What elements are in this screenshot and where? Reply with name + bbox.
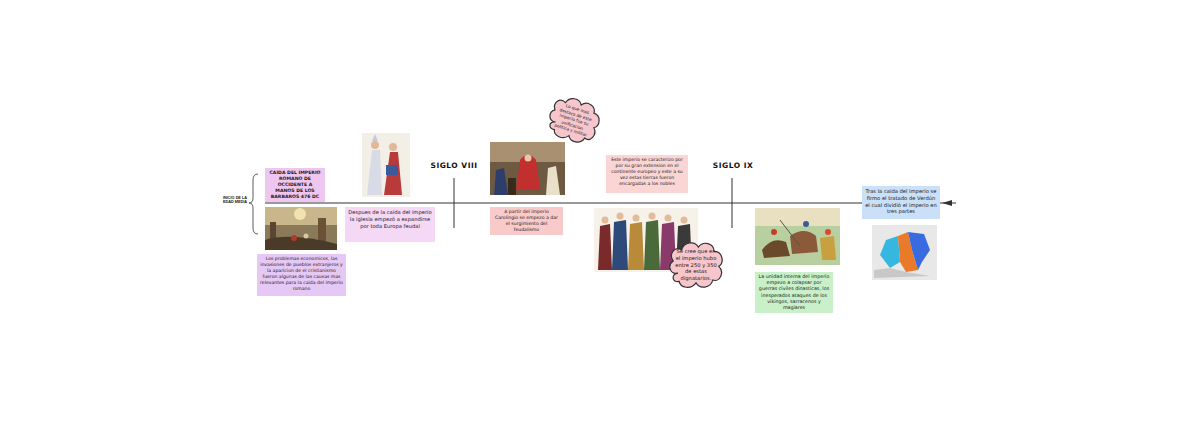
event-box: Despues de la caída del imperio la igles… [345,207,435,242]
event-text: Despues de la caída del imperio la igles… [348,209,432,229]
battle-illustration [755,208,840,265]
event-text: Se cree que en el imperio hubo entre 250… [666,248,726,282]
clergy-figures [362,133,410,197]
event-text: La unidad interna del imperio empezo a c… [758,274,830,311]
arrow-tail [952,203,956,204]
treaty-map [872,225,937,280]
century-tick [454,178,455,228]
timeline-arrowhead [942,200,952,206]
bracket [249,174,258,234]
timeline-line [265,203,948,204]
cloud-callout: Se cree que en el imperio hubo entre 250… [666,239,726,291]
event-box: CAIDA DEL IMPERIO ROMANO DE OCCIDENTE A … [265,168,325,202]
century-label: SIGLO VIII [424,162,484,171]
event-box: Este imperio se caracterizo por por su g… [606,155,688,193]
event-box: La unidad interna del imperio empezo a c… [755,272,833,313]
event-text: Tras la caida del imperio se firmo el tr… [865,188,937,215]
era-label: INICIO DE LA EDAD MEDIA [222,196,248,205]
event-text: Este imperio se caracterizo por por su g… [609,157,685,187]
event-text: A partir del imperio Carolingio se empez… [493,209,560,233]
century-label: SIGLO IX [704,162,762,171]
event-box: Los problemas economicos, las invasiones… [257,254,346,296]
event-box: Tras la caida del imperio se firmo el tr… [862,186,940,219]
event-text: CAIDA DEL IMPERIO ROMANO DE OCCIDENTE A … [268,170,322,200]
painting-fall-of-rome [265,207,337,250]
coronation-painting [490,142,565,195]
century-tick [732,178,733,228]
event-box: A partir del imperio Carolingio se empez… [490,207,563,235]
event-text: Los problemas economicos, las invasiones… [260,256,343,292]
